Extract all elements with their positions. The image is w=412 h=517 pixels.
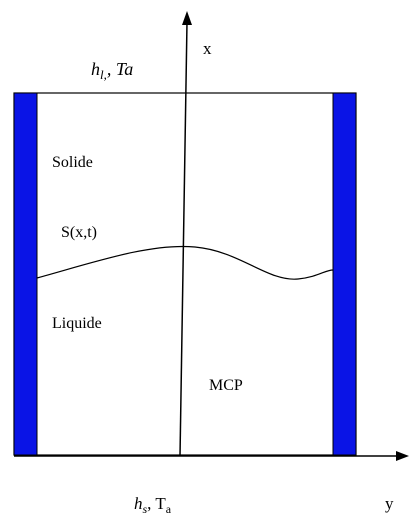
material-label: MCP <box>209 377 243 394</box>
right-wall <box>332 92 357 456</box>
y-axis-label: y <box>385 494 394 513</box>
x-axis-label: x <box>203 39 212 58</box>
interface-curve <box>36 245 334 280</box>
y-axis-arrowhead <box>396 451 409 461</box>
x-axis-line <box>179 21 188 457</box>
solid-label: Solide <box>52 154 93 171</box>
bottom-boundary-label: hs, Ta <box>134 494 172 516</box>
left-wall <box>13 92 38 456</box>
top-boundary-label: hl,, Ta <box>91 59 133 82</box>
liquid-label: Liquide <box>52 315 102 332</box>
interface-label: S(x,t) <box>61 224 97 241</box>
x-axis-arrowhead <box>182 11 192 25</box>
